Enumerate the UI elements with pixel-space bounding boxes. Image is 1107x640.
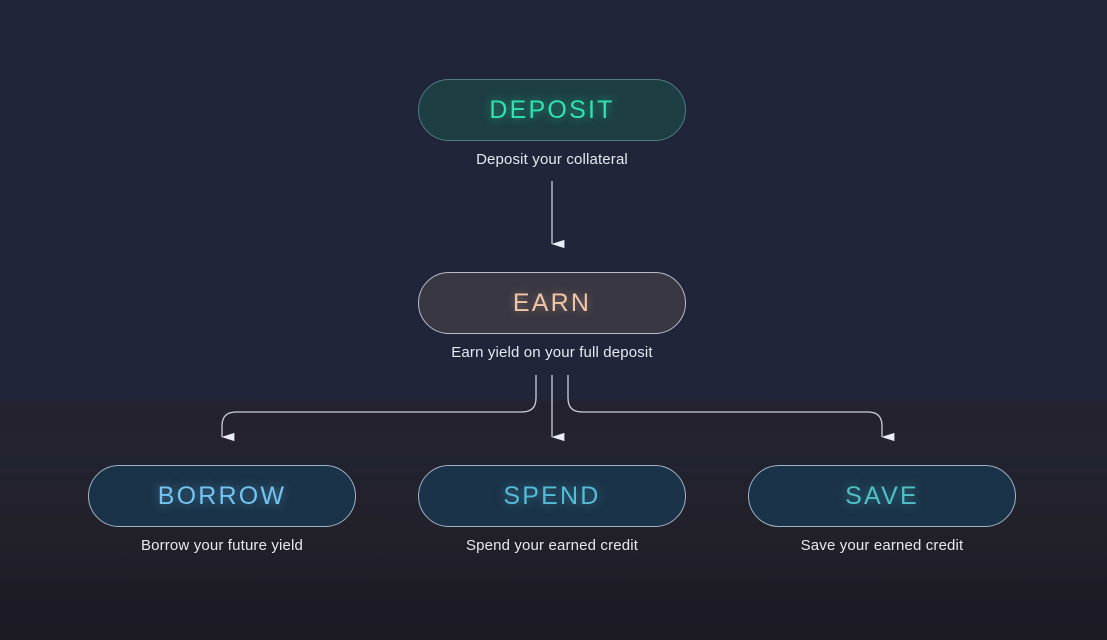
node-group-deposit: DEPOSIT Deposit your collateral [418, 79, 686, 169]
edge-earn-to-borrow [221, 375, 537, 442]
node-borrow-label: BORROW [157, 481, 287, 510]
node-save[interactable]: SAVE [748, 465, 1016, 527]
node-spend[interactable]: SPEND [418, 465, 686, 527]
node-spend-label: SPEND [503, 481, 601, 510]
node-group-spend: SPEND Spend your earned credit [418, 465, 686, 555]
node-save-caption: Save your earned credit [800, 537, 964, 554]
node-earn[interactable]: EARN [418, 272, 686, 334]
node-deposit-label: DEPOSIT [489, 95, 615, 124]
node-earn-caption: Earn yield on your full deposit [451, 344, 653, 361]
node-save-label: SAVE [845, 481, 919, 510]
node-deposit-caption: Deposit your collateral [476, 151, 628, 168]
node-borrow[interactable]: BORROW [88, 465, 356, 527]
node-earn-label: EARN [512, 288, 592, 317]
node-group-borrow: BORROW Borrow your future yield [88, 465, 356, 555]
node-group-earn: EARN Earn yield on your full deposit [418, 272, 686, 362]
node-deposit[interactable]: DEPOSIT [418, 79, 686, 141]
node-borrow-caption: Borrow your future yield [140, 537, 303, 554]
node-group-save: SAVE Save your earned credit [748, 465, 1016, 555]
node-spend-caption: Spend your earned credit [465, 537, 639, 554]
edge-earn-to-save [567, 375, 895, 442]
